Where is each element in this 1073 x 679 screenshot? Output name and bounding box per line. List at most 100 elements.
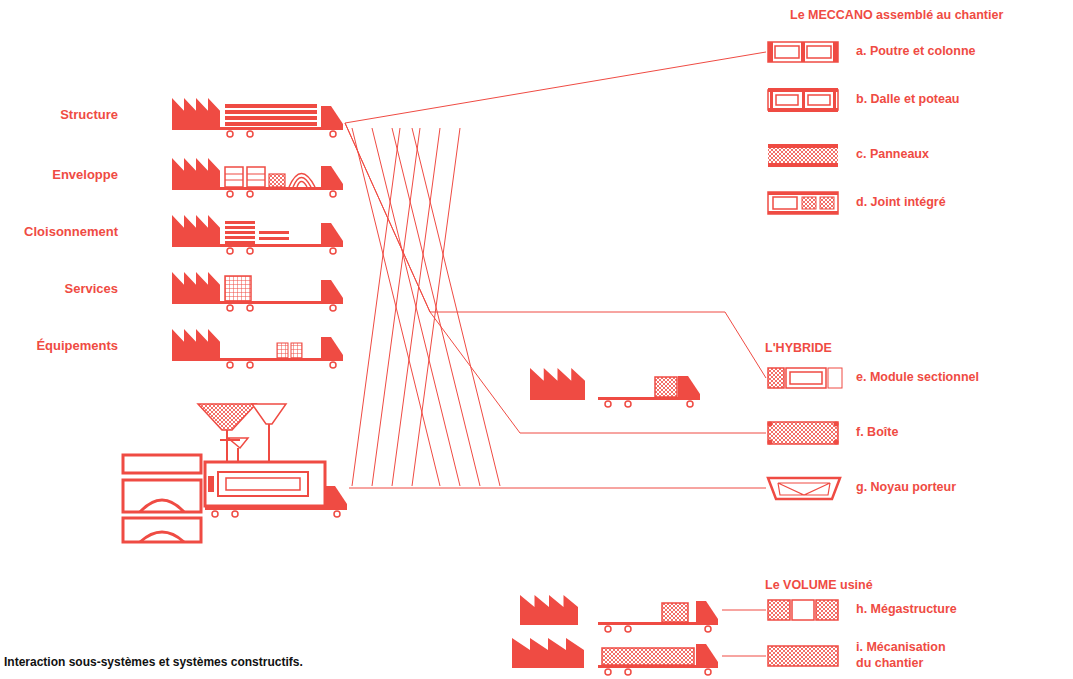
truck-wheel — [247, 191, 253, 197]
subsystem-label: Cloisonnement — [20, 224, 118, 240]
system-icon — [766, 85, 844, 115]
truck-wheel — [705, 626, 711, 632]
truck-wheel — [330, 362, 336, 368]
truck-cargo — [225, 116, 317, 120]
system-label: g. Noyau porteur — [856, 480, 956, 496]
formwork-arch — [140, 532, 184, 542]
module-part — [768, 422, 838, 444]
truck-cargo — [269, 174, 285, 187]
formwork-block — [123, 455, 201, 473]
formwork-arch — [140, 500, 184, 512]
system-label: f. Boîte — [856, 425, 898, 441]
system-label: d. Joint intégré — [856, 195, 946, 211]
truck-wheel — [330, 131, 336, 137]
truck-cargo — [247, 174, 265, 180]
truck-cargo — [289, 174, 315, 188]
system-icon — [766, 641, 844, 671]
system-icon — [766, 188, 844, 218]
system-label: i. Mécanisation du chantier — [856, 640, 956, 671]
module-part — [768, 42, 773, 62]
factory-icon — [172, 158, 220, 190]
truck-cab — [321, 166, 343, 190]
factory-truck — [165, 321, 345, 371]
truck-wheel — [705, 669, 711, 675]
factory-icon — [172, 329, 220, 361]
module-part — [807, 46, 831, 58]
factory-truck — [165, 264, 345, 314]
corner-dot — [834, 422, 839, 427]
truck-wheel — [212, 511, 218, 517]
module-part — [802, 197, 816, 209]
leader-line — [722, 610, 766, 611]
system-item: i. Mécanisation du chantier — [766, 640, 956, 671]
system-icon — [766, 418, 844, 448]
factory-icon — [530, 368, 585, 400]
truck-cargo — [259, 237, 289, 240]
module-part — [768, 88, 838, 92]
module-part — [768, 368, 784, 388]
truck-cargo — [291, 343, 302, 358]
interaction-line — [392, 128, 440, 486]
truck-cab — [321, 223, 343, 247]
truck-wheel — [227, 191, 233, 197]
truck-cargo — [225, 110, 317, 114]
truck-cargo — [277, 343, 288, 358]
subsystem-row: Équipements — [20, 321, 345, 371]
figure-caption: Interaction sous-systèmes et systèmes co… — [4, 655, 303, 669]
subsystem-label: Enveloppe — [20, 167, 118, 183]
module-part — [792, 600, 814, 620]
subsystem-row: Cloisonnement — [20, 207, 345, 257]
truck-wheel — [227, 131, 233, 137]
truck-cab — [696, 601, 718, 625]
interaction-line — [392, 128, 480, 486]
factory-icon — [512, 638, 584, 668]
connector — [345, 52, 766, 123]
subsystem-row: Enveloppe — [20, 150, 345, 200]
interaction-line — [412, 128, 500, 486]
machine-chamber — [226, 478, 300, 490]
module-part — [768, 148, 838, 163]
truck-cargo — [225, 221, 255, 224]
truck-cargo — [225, 167, 243, 187]
module-part — [802, 92, 805, 108]
truck-cargo — [225, 236, 255, 239]
system-label: e. Module sectionnel — [856, 370, 979, 386]
truck-cargo — [259, 231, 289, 234]
module-part — [828, 368, 842, 388]
module-part — [816, 600, 838, 620]
module-part — [790, 372, 822, 384]
module-part — [808, 95, 830, 105]
machine-detail — [208, 476, 214, 492]
truck-wheel — [605, 401, 611, 407]
system-item: a. Poutre et colonne — [766, 37, 975, 67]
truck-cab — [321, 106, 343, 130]
truck-cargo — [225, 104, 317, 108]
interaction-line — [372, 128, 460, 486]
system-item: d. Joint intégré — [766, 188, 946, 218]
truck-wheel — [232, 511, 238, 517]
system-item: h. Mégastructure — [766, 595, 957, 625]
interaction-line — [412, 128, 460, 486]
system-icon — [766, 473, 844, 503]
module-part — [801, 42, 805, 62]
module-part — [768, 600, 790, 620]
truck-wheel — [247, 305, 253, 311]
system-item: g. Noyau porteur — [766, 473, 956, 503]
interaction-line — [349, 488, 766, 489]
truck-cargo — [225, 226, 255, 229]
leader-line — [722, 656, 766, 657]
truck-wheel — [605, 626, 611, 632]
module-part — [776, 95, 798, 105]
module-part — [786, 368, 826, 388]
connector — [345, 123, 766, 378]
system-label: h. Mégastructure — [856, 602, 957, 618]
module-part — [768, 192, 838, 214]
truck-wheel — [247, 362, 253, 368]
subsystem-label: Structure — [20, 107, 118, 123]
truck-wheel — [247, 248, 253, 254]
truck-cargo — [225, 122, 317, 126]
system-item: b. Dalle et poteau — [766, 85, 960, 115]
module-part — [773, 197, 797, 209]
site-machine — [123, 404, 347, 542]
factory-truck — [165, 150, 345, 200]
